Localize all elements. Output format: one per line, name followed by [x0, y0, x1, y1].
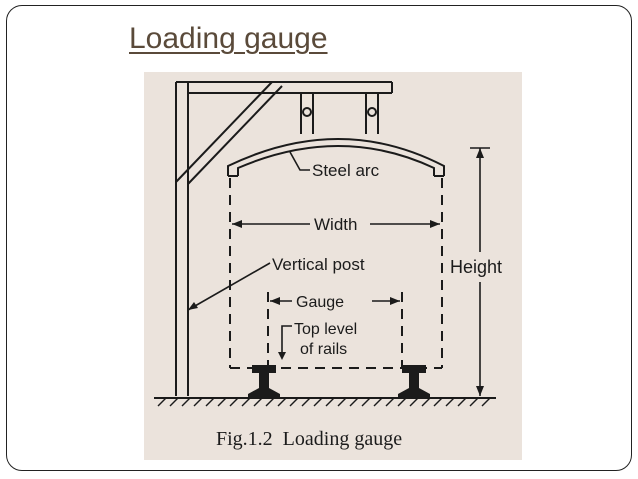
label-steel-arc: Steel arc: [312, 161, 380, 180]
top-level-leader: [281, 325, 292, 358]
label-gauge: Gauge: [296, 294, 344, 311]
loading-gauge-diagram: Steel arc Width Vertical post Height Gau…: [144, 72, 522, 460]
vertical-post-arrow: [188, 302, 198, 310]
brace-outer-line: [175, 81, 273, 183]
rail-left: [248, 365, 280, 398]
width-arrow-right: [430, 220, 440, 228]
diagram-lines: [175, 81, 445, 396]
label-top-level: Top level: [294, 321, 357, 338]
width-arrow-left: [232, 220, 242, 228]
ground-hatch: [157, 397, 491, 407]
leaders: [187, 147, 490, 396]
label-height: Height: [450, 257, 502, 277]
top-level-arrow: [278, 352, 286, 360]
steel-arc-leader: [289, 151, 310, 171]
figure-caption: Fig.1.2 Loading gauge: [216, 428, 402, 450]
gauge-arrow-left: [270, 297, 280, 305]
hanger-bolt-left: [302, 107, 312, 117]
label-width: Width: [314, 215, 357, 234]
vertical-post-leader: [187, 262, 271, 311]
label-vertical-post: Vertical post: [272, 255, 365, 274]
brace-inner-line: [187, 85, 283, 185]
arrowheads: [188, 148, 484, 396]
steel-arc-outer: [227, 138, 445, 176]
height-arrow-top: [476, 148, 484, 158]
slide-title: Loading gauge: [129, 22, 328, 55]
loading-gauge-figure: Steel arc Width Vertical post Height Gau…: [144, 72, 522, 460]
steel-arc-inner: [237, 145, 435, 176]
hanger-bolt-right: [367, 107, 377, 117]
paper-background: [144, 72, 522, 460]
label-of-rails: of rails: [300, 341, 347, 358]
height-arrow-bottom: [476, 386, 484, 396]
gauge-arrow-right: [390, 297, 400, 305]
rail-right: [398, 365, 430, 398]
rails: [248, 365, 430, 398]
